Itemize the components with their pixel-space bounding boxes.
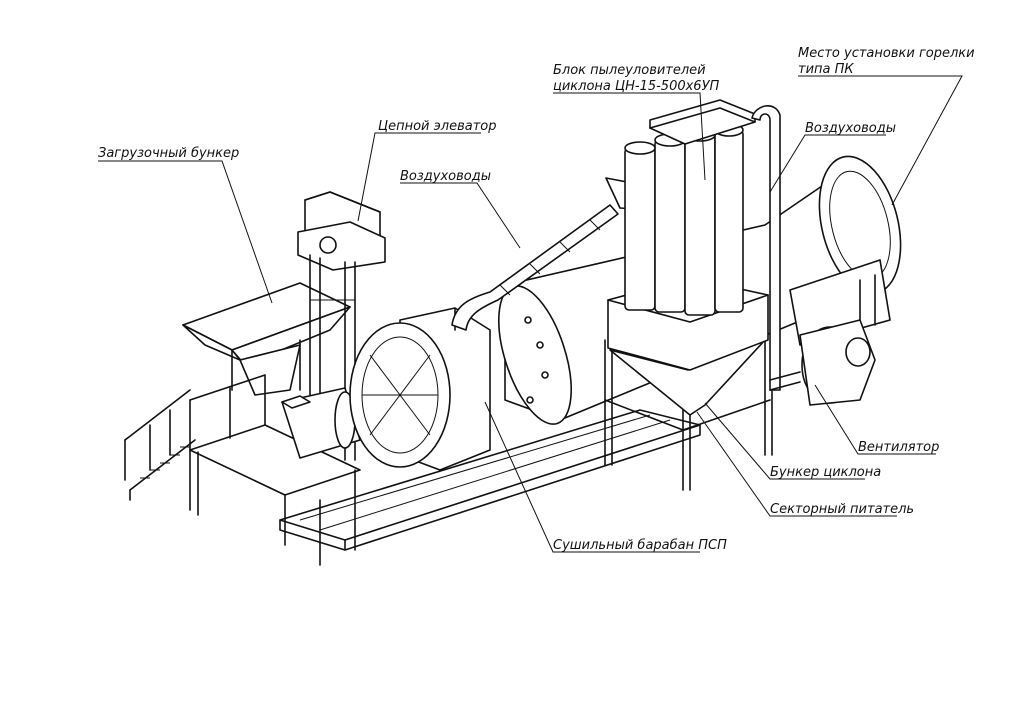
furnace-chamber: [349, 307, 491, 471]
leader-lines: [98, 75, 963, 553]
base-frame: [279, 409, 701, 551]
cyclone-block: [604, 99, 773, 491]
stairs-platform: [124, 374, 361, 566]
label-drying-drum: Сушильный барабан ПСП: [553, 538, 727, 553]
label-loading-hopper: Загрузочный бункер: [98, 146, 239, 161]
label-dust-block-line1: Блок пылеуловителей: [553, 63, 706, 78]
label-dust-block-line2: циклона ЦН-15-500х6УП: [553, 79, 720, 94]
label-cyclone-hopper: Бункер циклона: [770, 465, 881, 480]
label-sector-feeder: Секторный питатель: [770, 502, 914, 517]
label-burner-line2: типа ПК: [798, 62, 854, 77]
labels: Загрузочный бункер Цепной элеватор Возду…: [98, 46, 975, 553]
label-burner-line1: Место установки горелки: [798, 46, 975, 61]
fan: [769, 319, 876, 406]
label-air-ducts-left: Воздуховоды: [400, 169, 491, 184]
label-air-ducts-right: Воздуховоды: [805, 121, 896, 136]
label-chain-elevator: Цепной элеватор: [378, 119, 496, 134]
label-fan: Вентилятор: [858, 440, 939, 455]
